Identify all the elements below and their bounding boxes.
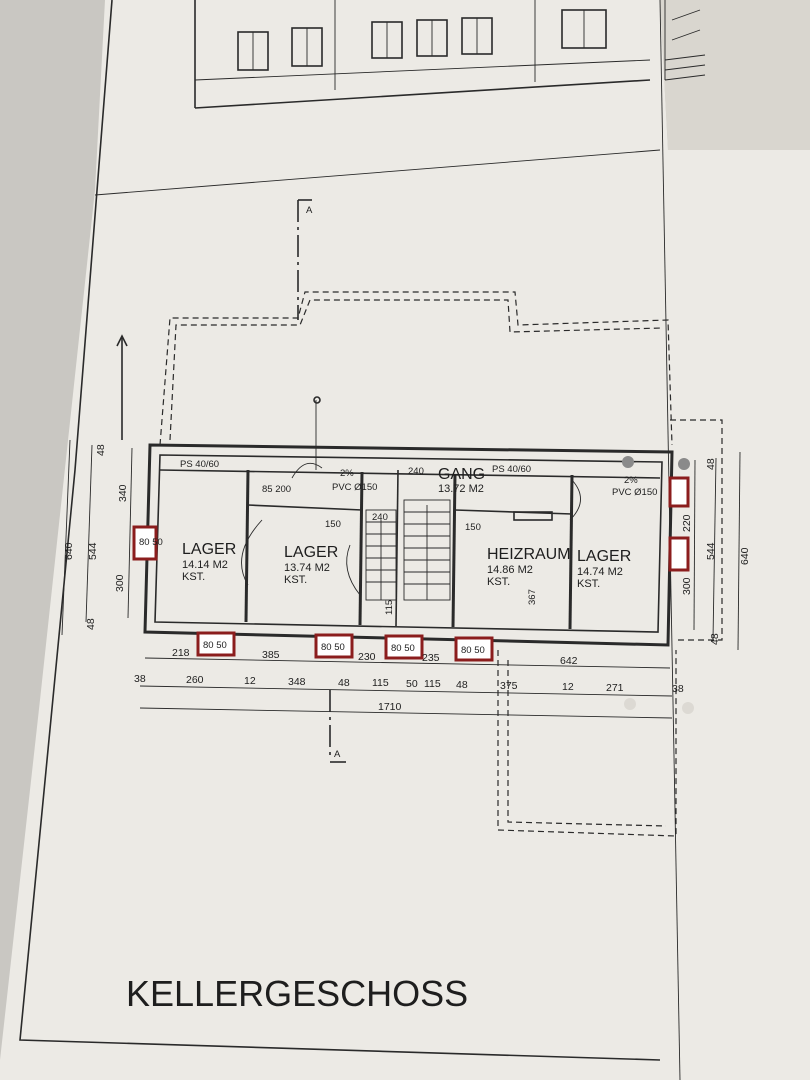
slope-left-label: 2% [340, 468, 354, 479]
dim-row1-235: 235 [422, 652, 440, 664]
paper-fold-shadow [660, 0, 810, 150]
window-label-3: 80 50 [391, 643, 415, 654]
dim-total-1710: 1710 [378, 701, 402, 713]
dim-row2-115-b: 115 [424, 678, 441, 690]
svg-text:KST.: KST. [182, 571, 205, 583]
svg-text:13.74 M2: 13.74 M2 [284, 562, 330, 574]
dim-left-48-bottom: 48 [85, 618, 97, 630]
ps-right-label: PS 40/60 [492, 464, 531, 475]
section-line-a [297, 199, 346, 763]
dim-right-48-bottom: 48 [709, 633, 721, 645]
pvc-right-label: PVC Ø150 [612, 487, 657, 498]
section-label-top: A [306, 205, 313, 216]
svg-text:14.86 M2: 14.86 M2 [487, 564, 533, 576]
dim-left-544: 544 [87, 542, 99, 560]
dim-row1-230: 230 [358, 651, 376, 663]
svg-text:KST.: KST. [284, 574, 307, 586]
dim-row1-218: 218 [172, 647, 190, 659]
dim-right-300: 300 [681, 577, 693, 595]
dim-row2-48-a: 48 [338, 677, 350, 689]
window-label-2: 80 50 [321, 642, 345, 653]
pin-mark [622, 456, 634, 468]
dim-row2-38-right: 38 [672, 683, 684, 695]
dim-150-a: 150 [325, 519, 341, 530]
dim-row2-12-a: 12 [244, 675, 256, 687]
pvc-left-label: PVC Ø150 [332, 482, 377, 493]
drawing-title: KELLERGESCHOSS [126, 973, 468, 1014]
svg-text:KST.: KST. [487, 576, 510, 588]
dim-left-640: 640 [63, 542, 75, 560]
building-walls [143, 443, 674, 647]
elevation-fragment [194, 0, 706, 109]
dim-85-200: 85 200 [262, 484, 291, 495]
dim-150-b: 150 [465, 522, 481, 533]
room-lager-1: LAGER 14.14 M2 KST. [182, 541, 236, 583]
svg-text:KST.: KST. [577, 578, 600, 590]
window-label-1: 80 50 [203, 640, 227, 651]
svg-text:LAGER: LAGER [577, 548, 631, 565]
paper-dent [682, 702, 694, 714]
dim-row2-348: 348 [288, 676, 306, 688]
dim-row2-260: 260 [186, 674, 204, 686]
dim-right-544: 544 [705, 542, 717, 560]
svg-text:LAGER: LAGER [284, 544, 338, 561]
dim-240-a: 240 [372, 512, 388, 523]
staircase [365, 499, 451, 601]
ps-left-label: PS 40/60 [180, 459, 219, 470]
dim-row1-642: 642 [560, 655, 578, 667]
slope-right-label: 2% [624, 475, 638, 486]
north-arrow [116, 334, 128, 440]
room-heizraum: HEIZRAUM 14.86 M2 KST. [487, 546, 571, 588]
dim-row2-375: 375 [500, 680, 518, 692]
dim-right-48-top: 48 [705, 458, 717, 470]
dim-right-220: 220 [681, 514, 693, 532]
dim-row2-48-b: 48 [456, 679, 468, 691]
dim-row2-50: 50 [406, 678, 418, 690]
window-label-4: 80 50 [461, 645, 485, 656]
dim-row2-38-left: 38 [134, 673, 146, 685]
dim-367: 367 [527, 589, 538, 605]
door-swings [241, 396, 581, 596]
dim-left-340: 340 [117, 484, 129, 502]
window-label-left: 80 50 [139, 537, 163, 548]
upper-outline-dashed-inner [169, 299, 663, 441]
paper-dent [624, 698, 636, 710]
dim-left-48-top: 48 [95, 444, 107, 456]
dim-right-640: 640 [739, 547, 751, 565]
pin-mark [678, 458, 690, 470]
dim-row2-271: 271 [606, 682, 624, 694]
upper-outline-dashed [159, 291, 673, 446]
window-wells [132, 476, 690, 662]
dimension-lines [61, 439, 741, 719]
room-lager-2: LAGER 13.74 M2 KST. [284, 544, 338, 586]
fold-line [94, 149, 661, 196]
svg-text:14.14 M2: 14.14 M2 [182, 559, 228, 571]
dim-240-b: 240 [408, 466, 424, 477]
dim-row2-12-b: 12 [562, 681, 574, 693]
room-gang: GANG 13.72 M2 [438, 466, 485, 495]
sheet-border [19, 0, 661, 1061]
svg-text:GANG: GANG [438, 466, 485, 483]
dim-115: 115 [384, 600, 395, 615]
terrace-outline-dashed [497, 650, 677, 837]
svg-text:HEIZRAUM: HEIZRAUM [487, 546, 571, 563]
room-lager-3: LAGER 14.74 M2 KST. [577, 548, 631, 590]
svg-text:13.72 M2: 13.72 M2 [438, 483, 484, 495]
svg-text:LAGER: LAGER [182, 541, 236, 558]
side-outline-dashed [670, 419, 723, 641]
dim-row2-115-a: 115 [372, 677, 389, 689]
dim-row1-385: 385 [262, 649, 280, 661]
section-label-bottom: A [334, 749, 341, 760]
svg-text:14.74 M2: 14.74 M2 [577, 566, 623, 578]
dim-left-300: 300 [114, 574, 126, 592]
terrace-outline-dashed-inner [507, 660, 667, 827]
